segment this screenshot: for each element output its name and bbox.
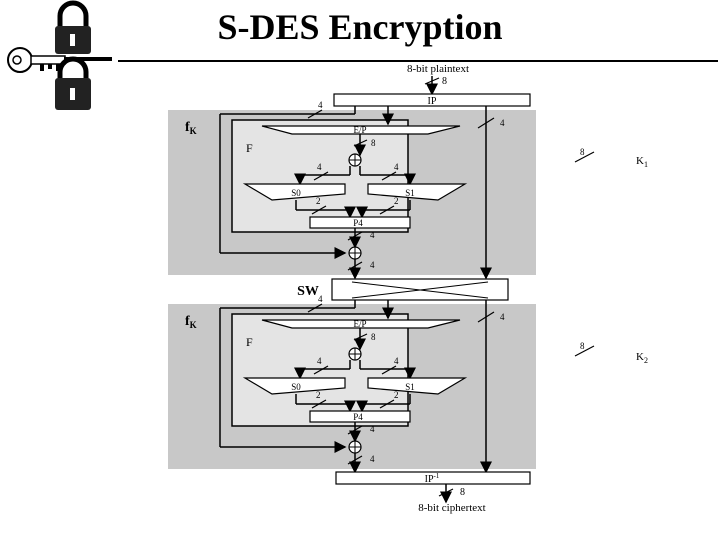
bits-s0-in-1: 4: [317, 162, 322, 172]
lock-bottom-icon: [55, 56, 91, 110]
bits-s0-out-1: 2: [316, 196, 321, 206]
slash-xor-out-2: [347, 455, 363, 465]
s0-box-2: [242, 377, 346, 395]
slash-plaintext: [424, 77, 440, 85]
key-icon: [7, 47, 112, 73]
bits-right-1: 4: [500, 118, 505, 128]
ciphertext-width: 8: [460, 487, 465, 498]
bits-s0-in-2: 4: [317, 356, 322, 366]
plaintext-label: 8-bit plaintext: [407, 63, 469, 75]
ipinv-label: IP-1: [425, 472, 440, 485]
bits-right-2: 4: [500, 312, 505, 322]
s1-label-2: S1: [405, 382, 415, 392]
ep-label-2: E/P: [353, 319, 366, 329]
slash-s0-out-1: [311, 205, 327, 215]
slash-p4-2: [347, 425, 363, 435]
s0-box-1: [242, 183, 346, 201]
s0-label-2: S0: [291, 382, 301, 392]
s1-box-1: [367, 183, 468, 201]
p4-box-2: [309, 410, 411, 423]
bits-left-1: 4: [318, 100, 323, 110]
slash-s1-in-2: [381, 365, 397, 375]
bits-s1-in-2: 4: [394, 356, 399, 366]
title-underline: [118, 60, 718, 62]
ip-label: IP: [428, 96, 437, 107]
s1-label-1: S1: [405, 188, 415, 198]
slash-left-2: [307, 303, 323, 313]
slash-key-1: [574, 151, 595, 163]
bits-xor-out-1: 4: [370, 260, 375, 270]
bits-s0-out-2: 2: [316, 390, 321, 400]
ep-label-1: E/P: [353, 125, 366, 135]
bits-ep-1: 8: [371, 138, 376, 148]
bits-p4-2: 4: [370, 424, 375, 434]
slash-key-2: [574, 345, 595, 357]
page-title: S-DES Encryption: [217, 7, 503, 47]
bits-ep-2: 8: [371, 332, 376, 342]
slash-right-2: [477, 311, 495, 323]
slash-p4-1: [347, 231, 363, 241]
bits-s1-out-2: 2: [394, 390, 399, 400]
ep-box-2: [261, 319, 461, 329]
bits-xor-out-2: 4: [370, 454, 375, 464]
s1-box-2: [367, 377, 468, 395]
p4-box-1: [309, 216, 411, 229]
slash-s1-in-1: [381, 171, 397, 181]
slash-left-1: [307, 109, 323, 119]
ep-box-1: [261, 125, 461, 135]
ip-box: [333, 93, 531, 107]
bits-s1-in-1: 4: [394, 162, 399, 172]
slash-s0-in-1: [313, 171, 329, 181]
ciphertext-label: 8-bit ciphertext: [418, 502, 486, 514]
bits-p4-1: 4: [370, 230, 375, 240]
key-label-1: K1: [636, 155, 648, 169]
lock-top-icon: [55, 0, 91, 54]
p4-label-1: P4: [353, 218, 363, 228]
key-label-2: K2: [636, 351, 648, 365]
fk-label-2: fK: [185, 314, 197, 330]
slash-s0-in-2: [313, 365, 329, 375]
slash-xor-out-1: [347, 261, 363, 271]
bits-left-2: 4: [318, 294, 323, 304]
slash-ciphertext: [438, 488, 454, 497]
key-width-2: 8: [580, 341, 585, 351]
plaintext-width: 8: [442, 76, 447, 87]
slash-s1-out-1: [379, 205, 395, 215]
p4-label-2: P4: [353, 412, 363, 422]
round-2: fK F E/P 4 4 8 4 4 S0 S1: [168, 294, 648, 474]
f-label-2: F: [246, 335, 253, 349]
slash-ep-1: [353, 139, 368, 147]
slash-s1-out-2: [379, 399, 395, 409]
fk-label-1: fK: [185, 120, 197, 136]
round-1: fK F E/P 4 4 8 4 4: [168, 100, 648, 280]
f-function-box-1: [231, 119, 409, 233]
key-width-1: 8: [580, 147, 585, 157]
bits-s1-out-1: 2: [394, 196, 399, 206]
lock-key-logo: [7, 0, 112, 110]
ipinv-box: [335, 471, 531, 485]
f-label-1: F: [246, 141, 253, 155]
slash-right-1: [477, 117, 495, 129]
s0-label-1: S0: [291, 188, 301, 198]
slash-s0-out-2: [311, 399, 327, 409]
slash-ep-2: [353, 333, 368, 341]
sw-label: SW: [297, 284, 319, 299]
